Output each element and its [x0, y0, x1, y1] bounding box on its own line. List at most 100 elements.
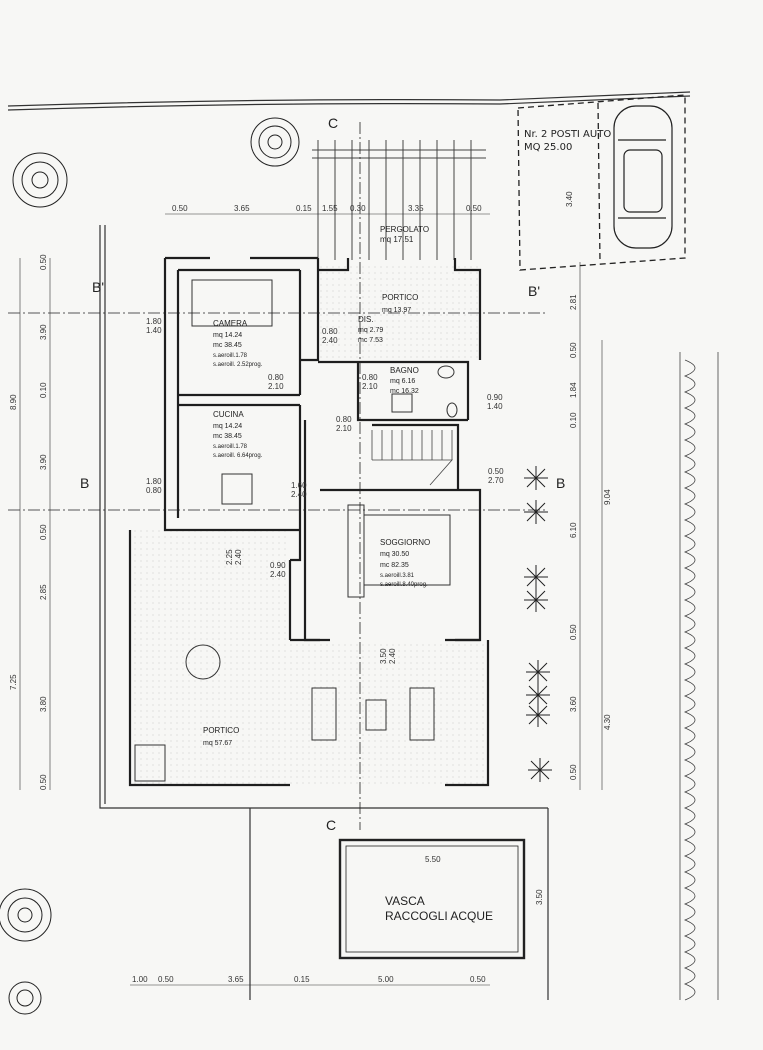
- portico-top-floor: [320, 262, 480, 362]
- section-b-right: B: [556, 475, 565, 491]
- dim-top-3: 1.55: [322, 204, 338, 213]
- opening-cucina_win-h: 0.80: [146, 486, 162, 495]
- opening-bagno_door-w: 0.80: [362, 373, 378, 382]
- dim-top-4: 0.30: [350, 204, 366, 213]
- dim-bottom-5: 0.50: [470, 975, 486, 984]
- dim-right-inner-3: 0.10: [569, 412, 578, 428]
- car-icon: [613, 105, 673, 249]
- room-camera-aer2: s.aeroill. 2.52prog.: [213, 362, 263, 368]
- sofa: [311, 687, 337, 741]
- room-bagno: BAGNO mq 6.16 mc 16.32: [390, 366, 419, 395]
- room-soggiorno-mc: mc 82.35: [380, 562, 409, 569]
- dim-left-inner-0: 0.50: [39, 254, 48, 270]
- room-camera: CAMERA mq 14.24 mc 38.45 s.aeroill.1.78 …: [213, 319, 263, 368]
- parking-depth: 3.40: [565, 191, 574, 207]
- opening-cucina_win-w: 1.80: [146, 477, 162, 486]
- room-portico-top-name: PORTICO: [382, 293, 418, 302]
- opening-camera_door-h: 2.10: [268, 382, 284, 391]
- vasca-desc: RACCOGLI ACQUE: [385, 909, 493, 923]
- pergolato-area: mq 17.51: [380, 235, 414, 244]
- opening-kitchen_south-w: 2.25: [225, 549, 234, 565]
- opening-dis_door-w: 0.80: [322, 327, 338, 336]
- opening-stair_win-h: 2.70: [488, 476, 504, 485]
- vasca: VASCA RACCOGLI ACQUE 5.50 3.50: [338, 838, 544, 960]
- room-dis-mc: mc 7.53: [358, 337, 383, 344]
- dim-right-inner-5: 0.50: [569, 624, 578, 640]
- room-portico-main-mq: mq 57.67: [203, 740, 232, 747]
- dim-right-inner-7: 0.50: [569, 764, 578, 780]
- bed: [191, 279, 273, 327]
- portico-floor-east: [290, 640, 488, 785]
- section-c-top: C: [328, 115, 338, 131]
- room-camera-aer1: s.aeroill.1.78: [213, 353, 248, 359]
- vasca-depth: 3.50: [535, 889, 544, 905]
- dim-right-inner-2: 1.84: [569, 382, 578, 398]
- dim-bottom-2: 3.65: [228, 975, 244, 984]
- room-soggiorno-aer1: s.aeroill.3.81: [380, 573, 415, 579]
- room-soggiorno: SOGGIORNO mq 30.50 mc 82.35 s.aeroill.3.…: [380, 538, 430, 588]
- dim-top-5: 3.35: [408, 204, 424, 213]
- dim-left-inner-4: 0.50: [39, 524, 48, 540]
- room-portico-main-name: PORTICO: [203, 726, 239, 735]
- pergolato-name: PERGOLATO: [380, 225, 429, 234]
- dims-right-outer: 9.044.30: [603, 489, 612, 730]
- dim-top-6: 0.50: [466, 204, 482, 213]
- opening-dis_door-h: 2.40: [322, 336, 338, 345]
- walls: [128, 256, 490, 787]
- dim-left-outer-0: 8.90: [9, 394, 18, 410]
- dims-right-inner: 2.810.501.840.106.100.503.600.50: [569, 294, 578, 780]
- room-portico-top-mq: mq 13.97: [382, 307, 411, 314]
- opening-sogg_south-h: 2.40: [388, 648, 397, 664]
- dim-bottom-4: 5.00: [378, 975, 394, 984]
- dim-top-1: 3.65: [234, 204, 250, 213]
- dim-top-0: 0.50: [172, 204, 188, 213]
- section-bp-left: B': [92, 279, 104, 295]
- dims-left-outer: 8.907.25: [9, 394, 18, 690]
- opening-cucina_door2-w: 1.60: [291, 481, 307, 490]
- opening-kitchen_south-h: 2.40: [234, 549, 243, 565]
- parking-area-label: MQ 25.00: [524, 142, 572, 153]
- dim-right-inner-4: 6.10: [569, 522, 578, 538]
- opening-cucina_door2-h: 2.40: [291, 490, 307, 499]
- opening-bagno_door-h: 2.10: [362, 382, 378, 391]
- room-soggiorno-name: SOGGIORNO: [380, 538, 430, 547]
- dim-bottom-1: 0.50: [158, 975, 174, 984]
- room-camera-mc: mc 38.45: [213, 342, 242, 349]
- section-b-left: B: [80, 475, 89, 491]
- room-bagno-name: BAGNO: [390, 366, 419, 375]
- room-cucina: CUCINA mq 14.24 mc 38.45 s.aeroill.1.78 …: [213, 410, 263, 459]
- room-cucina-mq: mq 14.24: [213, 423, 242, 430]
- round-table: [185, 644, 221, 680]
- vasca-name: VASCA: [385, 894, 425, 908]
- room-dis-name: DIS.: [358, 315, 374, 324]
- opening-sogg_south-w: 3.50: [379, 648, 388, 664]
- portico-floor: [130, 530, 290, 785]
- pergola: PERGOLATO mq 17.51: [312, 140, 486, 260]
- dim-left-inner-6: 3.80: [39, 696, 48, 712]
- table: [221, 473, 253, 505]
- room-portico-main: PORTICO mq 57.67: [203, 726, 239, 747]
- dim-top-2: 0.15: [296, 204, 312, 213]
- room-soggiorno-aer2: s.aeroill.8.40prog.: [380, 582, 428, 588]
- dim-right-inner-6: 3.60: [569, 696, 578, 712]
- vasca-width: 5.50: [425, 855, 441, 864]
- dim-right-inner-1: 0.50: [569, 342, 578, 358]
- room-camera-mq: mq 14.24: [213, 332, 242, 339]
- dim-left-inner-5: 2.85: [39, 584, 48, 600]
- palm-icon: [524, 466, 552, 782]
- room-soggiorno-mq: mq 30.50: [380, 551, 409, 558]
- dim-bottom-3: 0.15: [294, 975, 310, 984]
- dim-left-inner-1: 3.90: [39, 324, 48, 340]
- furniture: [134, 279, 458, 782]
- opening-entry_door-h: 2.40: [270, 570, 286, 579]
- room-cucina-aer1: s.aeroill.1.78: [213, 444, 248, 450]
- opening-labels: 1.801.401.800.800.802.400.802.100.802.10…: [146, 317, 504, 664]
- dimension-lines: [19, 213, 603, 986]
- section-lines: [8, 122, 548, 830]
- hedge: [679, 352, 719, 1001]
- opening-bagno_win-w: 0.90: [487, 393, 503, 402]
- room-bagno-mc: mc 16.32: [390, 388, 419, 395]
- section-bp-right: B': [528, 283, 540, 299]
- parking-area: Nr. 2 POSTI AUTO MQ 25.00 3.40: [517, 94, 686, 271]
